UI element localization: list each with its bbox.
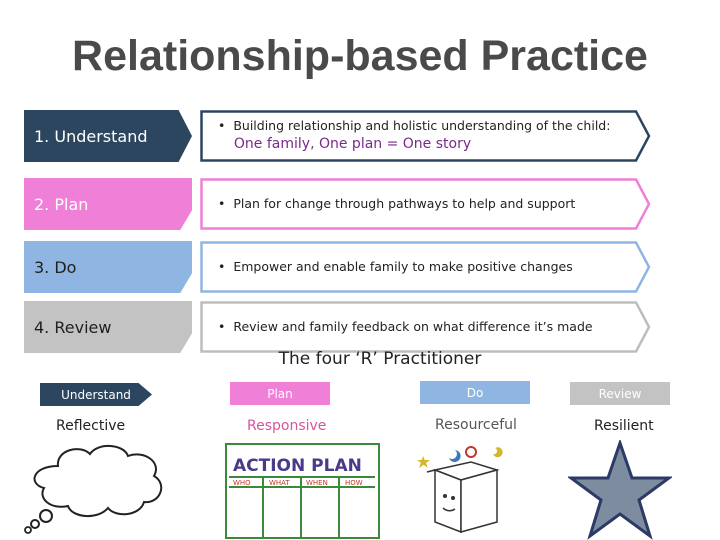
step-review: 4. Review xyxy=(24,301,192,353)
step-text: Plan for change through pathways to help… xyxy=(233,195,576,211)
step-do: 3. Do xyxy=(24,241,192,293)
tag-do: Do xyxy=(420,381,530,404)
action-plan-col-what: WHAT xyxy=(269,479,290,487)
star-icon xyxy=(568,440,672,540)
step-description-plan: • Plan for change through pathways to he… xyxy=(200,178,651,230)
subtitle: The four ‘R’ Practitioner xyxy=(278,349,482,369)
step-label: 1. Understand xyxy=(34,126,148,146)
toolbox-icon xyxy=(417,446,503,534)
quality-resourceful: Resourceful xyxy=(435,417,517,433)
step-description-do: • Empower and enable family to make posi… xyxy=(200,241,651,293)
quality-reflective: Reflective xyxy=(56,418,126,434)
step-highlight: One family, One plan = One story xyxy=(233,135,472,152)
step-label: 4. Review xyxy=(34,317,112,337)
step-label: 2. Plan xyxy=(34,194,89,214)
step-description-review: • Review and family feedback on what dif… xyxy=(200,301,651,353)
action-plan-heading: ACTION PLAN xyxy=(233,456,362,476)
step-label: 3. Do xyxy=(34,257,77,277)
quality-responsive: Responsive xyxy=(247,418,327,434)
quality-resilient: Resilient xyxy=(594,418,654,434)
step-text: Empower and enable family to make positi… xyxy=(233,258,573,274)
action-plan-col-how: HOW xyxy=(345,479,363,487)
step-description-understand: • Building relationship and holistic und… xyxy=(200,110,651,162)
tag-review: Review xyxy=(570,382,670,405)
thought-cloud-icon xyxy=(24,445,163,534)
step-text: Building relationship and holistic under… xyxy=(233,118,611,134)
page-title: Relationship-based Practice xyxy=(72,32,648,80)
action-plan-icon: ACTION PLAN WHO WHAT WHEN HOW xyxy=(225,443,380,539)
step-understand: 1. Understand xyxy=(24,110,192,162)
step-plan: 2. Plan xyxy=(24,178,192,230)
tag-plan: Plan xyxy=(230,382,330,405)
action-plan-col-when: WHEN xyxy=(306,479,328,487)
tag-understand: Understand xyxy=(40,383,152,406)
action-plan-col-who: WHO xyxy=(233,479,251,487)
step-text: Review and family feedback on what diffe… xyxy=(233,318,593,334)
